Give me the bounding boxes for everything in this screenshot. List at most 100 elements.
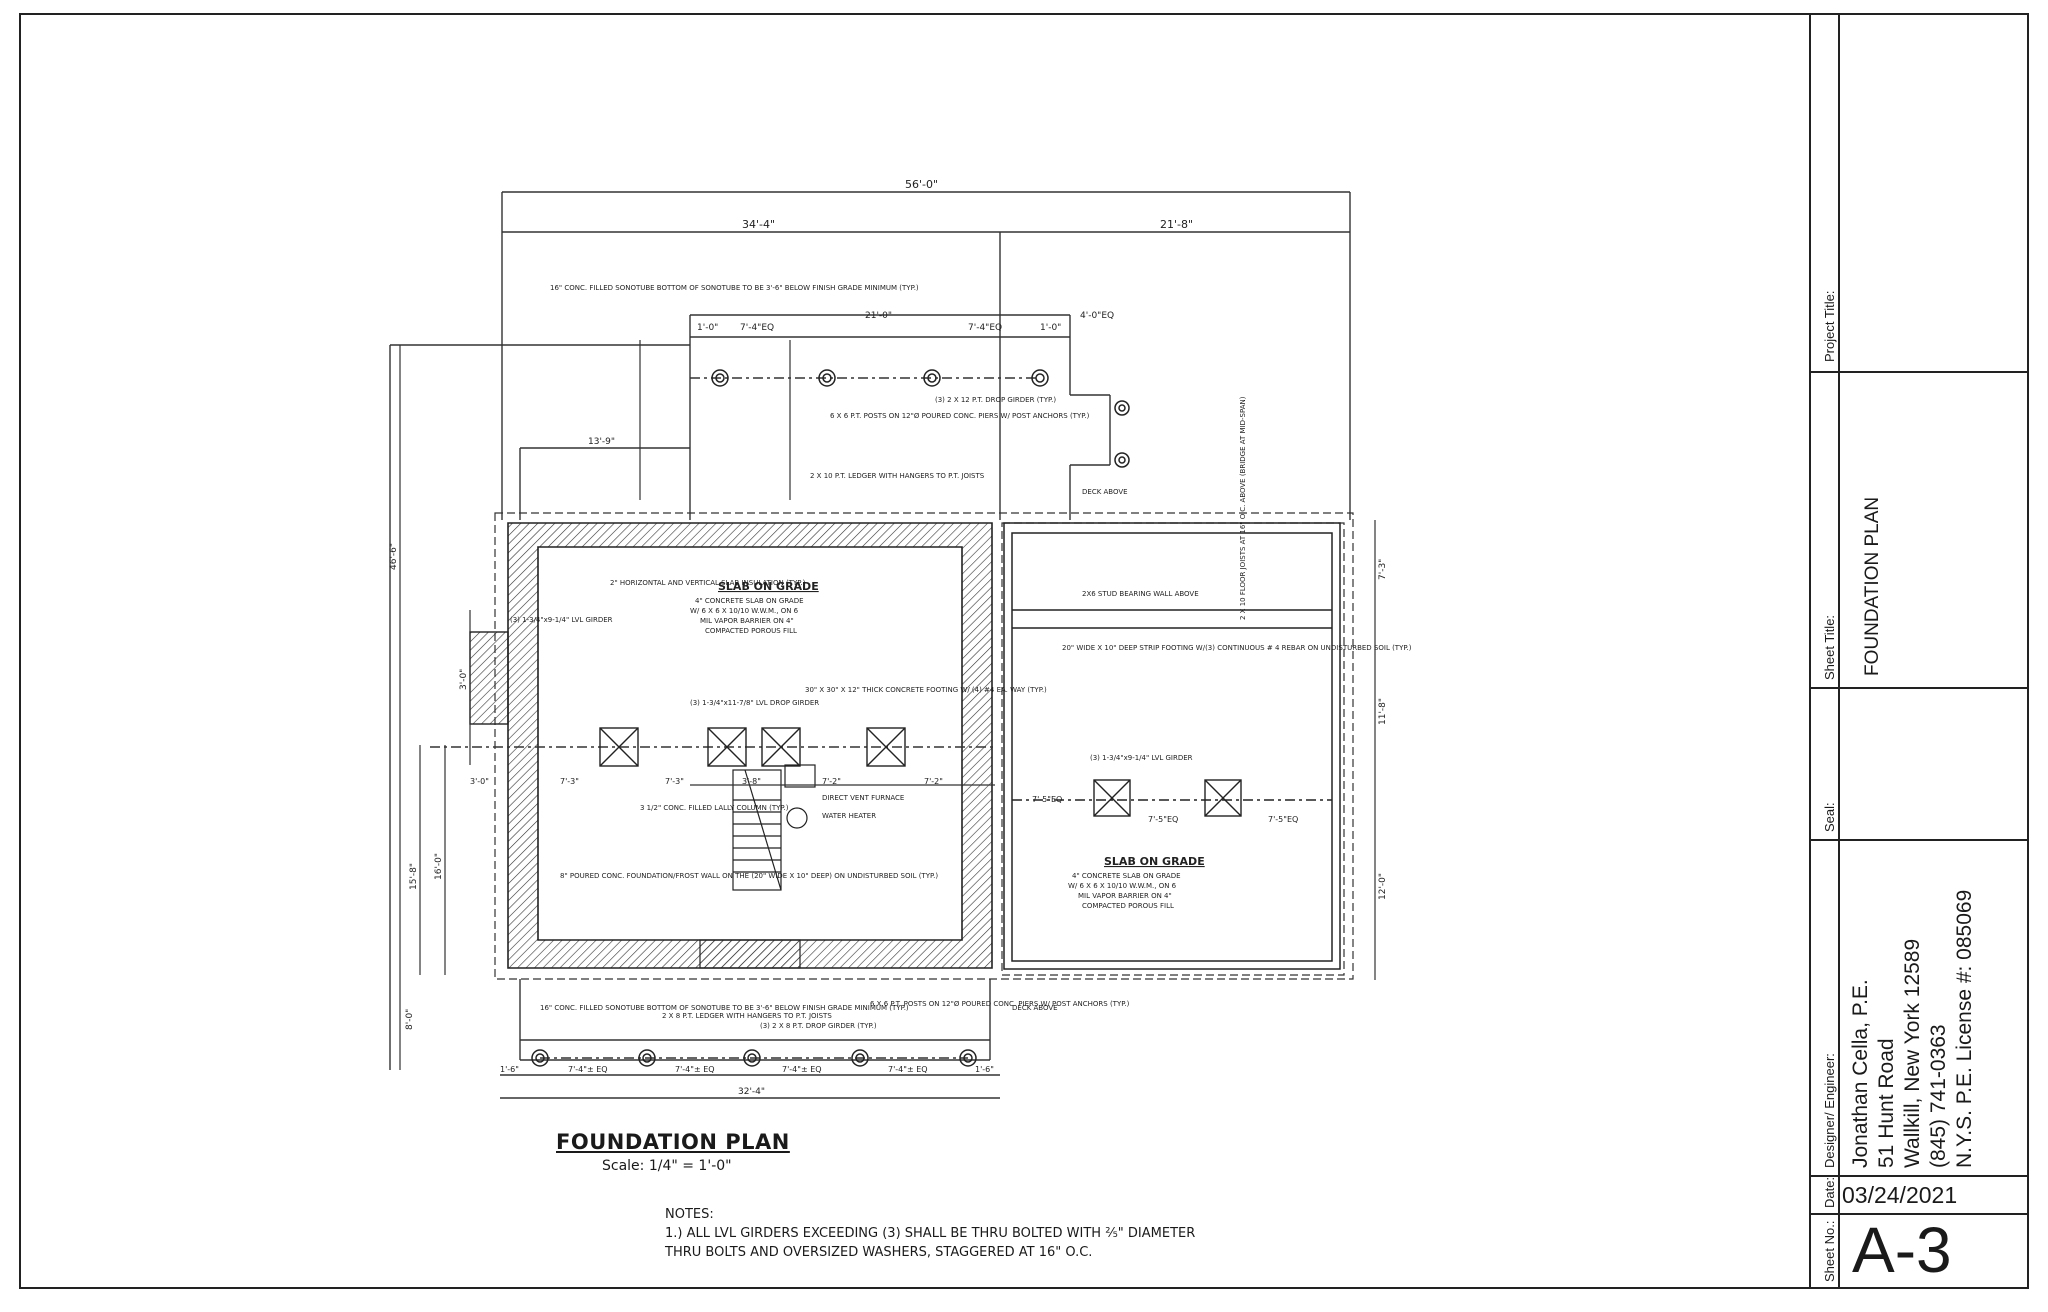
slab-left-line-3: MIL VAPOR BARRIER ON 4" [700, 617, 794, 625]
plan-title: FOUNDATION PLAN [556, 1130, 790, 1154]
drawing-labels: 56'-0" 34'-4" 21'-8" 1'-0" 7'-4"EQ 21'-0… [389, 178, 1412, 1097]
seal-label: Seal: [1822, 802, 1837, 832]
note-lvl-girder-mid: (3) 1-3/4"x11-7/8" LVL DROP GIRDER [690, 699, 819, 707]
dim-bottom-3: 7'-4"± EQ [675, 1065, 715, 1074]
top-deck-piers [711, 369, 1130, 468]
bottom-deck-piers [531, 1049, 977, 1067]
dim-left-2: 3'-0" [470, 777, 489, 786]
dim-deck-4: 7'-4"EQ [968, 323, 1002, 333]
note-wall-above: 2X6 STUD BEARING WALL ABOVE [1082, 590, 1199, 598]
note-posts-bottom: 6 X 6 P.T. POSTS ON 12"Ø POURED CONC. PI… [870, 1000, 1130, 1008]
dim-deck-3: 21'-0" [865, 311, 892, 321]
dim-deck-6: 4'-0"EQ [1080, 311, 1114, 321]
dim-left-3: 3'-0" [459, 669, 469, 690]
note-line-1: 1.) ALL LVL GIRDERS EXCEEDING (3) SHALL … [665, 1226, 1196, 1241]
project-title-label: Project Title: [1822, 290, 1837, 362]
title-block [1809, 13, 2029, 1289]
dim-deck-5: 1'-0" [1040, 323, 1061, 333]
dim-bottom-overall: 32'-4" [738, 1087, 765, 1097]
note-girder-bottom: (3) 2 X 8 P.T. DROP GIRDER (TYP.) [760, 1022, 877, 1030]
note-lally: 3 1/2" CONC. FILLED LALLY COLUMN (TYP.) [640, 804, 789, 812]
note-ledger-bottom: 2 X 8 P.T. LEDGER WITH HANGERS TO P.T. J… [662, 1012, 832, 1020]
dim-bottom-5: 7'-4"± EQ [888, 1065, 928, 1074]
designer-street: 51 Hunt Road [1875, 1038, 1898, 1168]
slab-right-title: SLAB ON GRADE [1104, 855, 1205, 868]
sheet-no-label: Sheet No.: [1822, 1220, 1837, 1282]
dim-top-right: 21'-8" [1160, 218, 1193, 231]
note-lvl-girder-left: (3) 1-3/4"x9-1/4" LVL GIRDER [510, 616, 613, 624]
note-footing-bottom: 16" CONC. FILLED SONOTUBE BOTTOM OF SONO… [540, 1004, 909, 1012]
note-water-heater: WATER HEATER [822, 812, 876, 820]
sheet-date: 03/24/2021 [1842, 1182, 1958, 1208]
note-wall-left: 8" POURED CONC. FOUNDATION/FROST WALL ON… [560, 872, 938, 880]
dim-r-c: 12'-0" [1378, 873, 1388, 900]
dim-v-overall: 46'-6" [389, 543, 399, 570]
dim-right-3: 7'-5"EQ [1268, 815, 1298, 824]
note-deck-above-top: DECK ABOVE [1082, 488, 1128, 496]
slab-right-line-4: COMPACTED POROUS FILL [1082, 902, 1174, 910]
notes-block: NOTES: 1.) ALL LVL GIRDERS EXCEEDING (3)… [665, 1205, 1195, 1262]
note-girder-top: (3) 2 X 12 P.T. DROP GIRDER (TYP.) [935, 396, 1056, 404]
slab-left-line-4: COMPACTED POROUS FILL [705, 627, 797, 635]
designer-phone: (845) 741-0363 [1927, 1024, 1950, 1168]
designer-name: Jonathan Cella, P.E. [1849, 979, 1872, 1168]
dim-deck-2: 7'-4"EQ [740, 323, 774, 333]
note-joists-top: 2 X 10 P.T. LEDGER WITH HANGERS TO P.T. … [810, 472, 985, 480]
dim-overall-top: 56'-0" [905, 178, 938, 191]
foundation-wall-left [469, 522, 993, 969]
date-label: Date: [1822, 1176, 1837, 1208]
deck-bottom [500, 979, 1000, 1099]
slab-left-line-1: 4" CONCRETE SLAB ON GRADE [695, 597, 804, 605]
dim-right-1: 7'-5"EQ [1032, 795, 1062, 804]
note-footing-mid: 30" X 30" X 12" THICK CONCRETE FOOTING W… [805, 686, 1047, 694]
note-strip-footing: 20" WIDE X 10" DEEP STRIP FOOTING W/(3) … [1062, 644, 1412, 652]
designer-city: Wallkill, New York 12589 [1901, 938, 1924, 1168]
dim-v-a: 15'-8" [409, 863, 419, 890]
dimension-lines [399, 340, 1376, 1070]
dim-v-c: 8'-0" [405, 1009, 415, 1030]
slab-left-line-2: W/ 6 X 6 X 10/10 W.W.M., ON 6 [690, 607, 799, 615]
stairs [732, 764, 816, 891]
dim-bottom-6: 1'-6" [975, 1065, 994, 1074]
sheet-border [19, 13, 2029, 1289]
note-footing-top: 16" CONC. FILLED SONOTUBE BOTTOM OF SONO… [550, 284, 919, 292]
note-insulation: 2" HORIZONTAL AND VERTICAL SLAB INSULATI… [610, 579, 806, 587]
sheet-number: A-3 [1852, 1214, 1952, 1286]
dim-left-8: 7'-2" [924, 777, 943, 786]
dim-bottom-4: 7'-4"± EQ [782, 1065, 822, 1074]
slab-right-line-2: W/ 6 X 6 X 10/10 W.W.M., ON 6 [1068, 882, 1177, 890]
dim-v-b: 16'-0" [434, 853, 444, 880]
foundation-wall-right [1003, 522, 1341, 970]
dim-left-1: 13'-9" [588, 437, 615, 447]
dim-r-a: 7'-3" [1378, 559, 1388, 580]
dim-deck-1: 1'-0" [697, 323, 718, 333]
sheet-title-label: Sheet Title: [1822, 614, 1837, 680]
note-line-2: THRU BOLTS AND OVERSIZED WASHERS, STAGGE… [665, 1245, 1093, 1260]
dim-left-7: 7'-2" [822, 777, 841, 786]
note-lvl-girder-right: (3) 1-3/4"x9-1/4" LVL GIRDER [1090, 754, 1193, 762]
note-posts-top: 6 X 6 P.T. POSTS ON 12"Ø POURED CONC. PI… [830, 412, 1090, 420]
designer-label: Designer/ Engineer: [1822, 1053, 1837, 1168]
dim-right-2: 7'-5"EQ [1148, 815, 1178, 824]
slab-left-title: SLAB ON GRADE [718, 580, 819, 593]
column-footings [599, 727, 1242, 817]
dim-bottom-1: 1'-6" [500, 1065, 519, 1074]
sheet-title: FOUNDATION PLAN [1862, 496, 1883, 676]
notes-heading: NOTES: [665, 1207, 714, 1222]
dim-top-left: 34'-4" [742, 218, 775, 231]
plan-scale: Scale: 1/4" = 1'-0" [602, 1158, 732, 1174]
dim-left-4: 7'-3" [560, 777, 579, 786]
note-furnace: DIRECT VENT FURNACE [822, 794, 904, 802]
slab-right-line-3: MIL VAPOR BARRIER ON 4" [1078, 892, 1172, 900]
slab-right-line-1: 4" CONCRETE SLAB ON GRADE [1072, 872, 1181, 880]
dim-r-b: 11'-8" [1378, 698, 1388, 725]
dim-left-5: 7'-3" [665, 777, 684, 786]
dim-bottom-2: 7'-4"± EQ [568, 1065, 608, 1074]
designer-license: N.Y.S. P.E. License #: 085069 [1953, 889, 1976, 1168]
note-floor-joists: 2 X 10 FLOOR JOISTS AT 16" O.C. ABOVE (B… [1239, 396, 1247, 620]
dim-left-6: 3'-8" [742, 777, 761, 786]
designer-info: Jonathan Cella, P.E. 51 Hunt Road Wallki… [1848, 890, 1978, 1168]
note-deck-above-bottom: DECK ABOVE [1012, 1004, 1058, 1012]
